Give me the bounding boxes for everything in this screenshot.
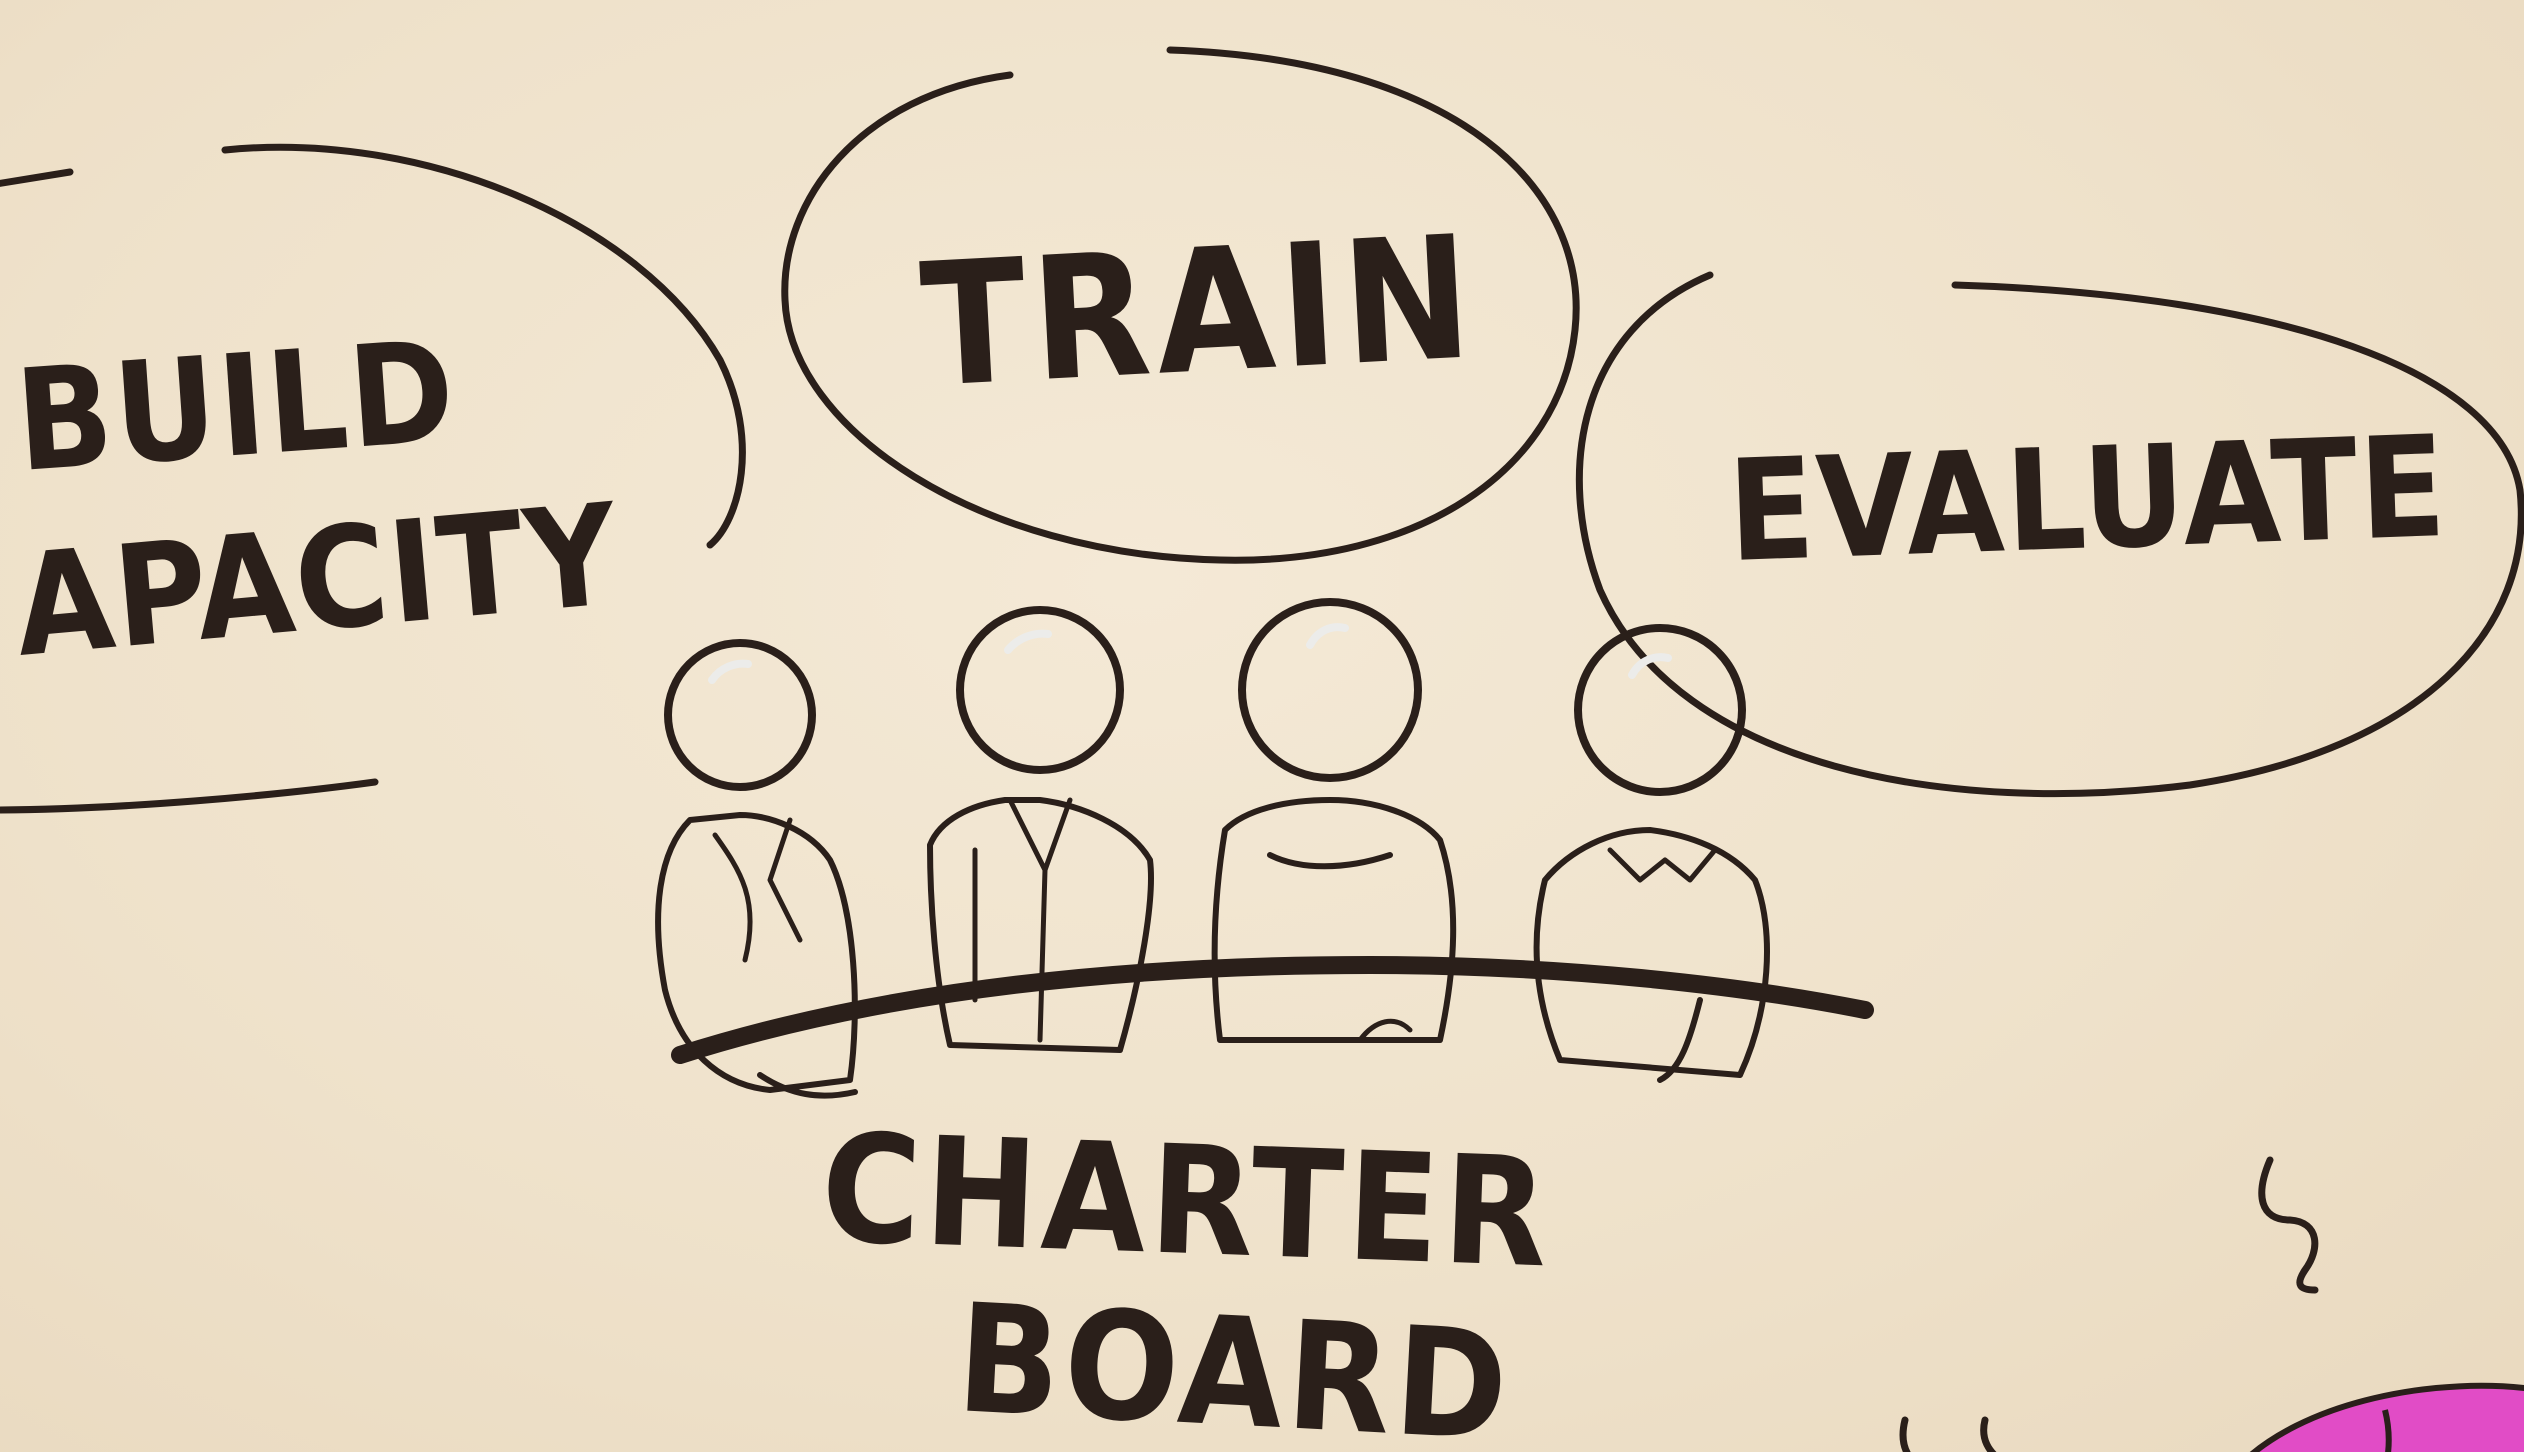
bubble-evaluate: EVALUATE — [1575, 271, 2524, 798]
bubble-label-line-2: APACITY — [9, 474, 626, 689]
board-members — [655, 598, 1874, 1099]
scribble-icon — [2258, 1156, 2319, 1294]
bubble-label: EVALUATE — [1725, 406, 2450, 594]
person-icon — [1211, 598, 1457, 1043]
person-icon — [927, 606, 1154, 1053]
board-label-line-1: CHARTER — [819, 1102, 1554, 1301]
bubble-label: TRAIN — [917, 199, 1482, 426]
person-icon — [655, 639, 858, 1093]
board-table-icon — [671, 956, 1874, 1064]
bubble-train: TRAIN — [781, 46, 1580, 564]
board-label: CHARTER BOARD — [819, 1102, 1554, 1452]
board-label-line-2: BOARD — [953, 1272, 1515, 1452]
pink-shape — [2250, 1382, 2524, 1452]
bubble-build-capacity: BUILD APACITY — [0, 143, 746, 814]
bubble-label-line-1: BUILD — [11, 311, 461, 504]
person-icon — [1533, 624, 1770, 1083]
